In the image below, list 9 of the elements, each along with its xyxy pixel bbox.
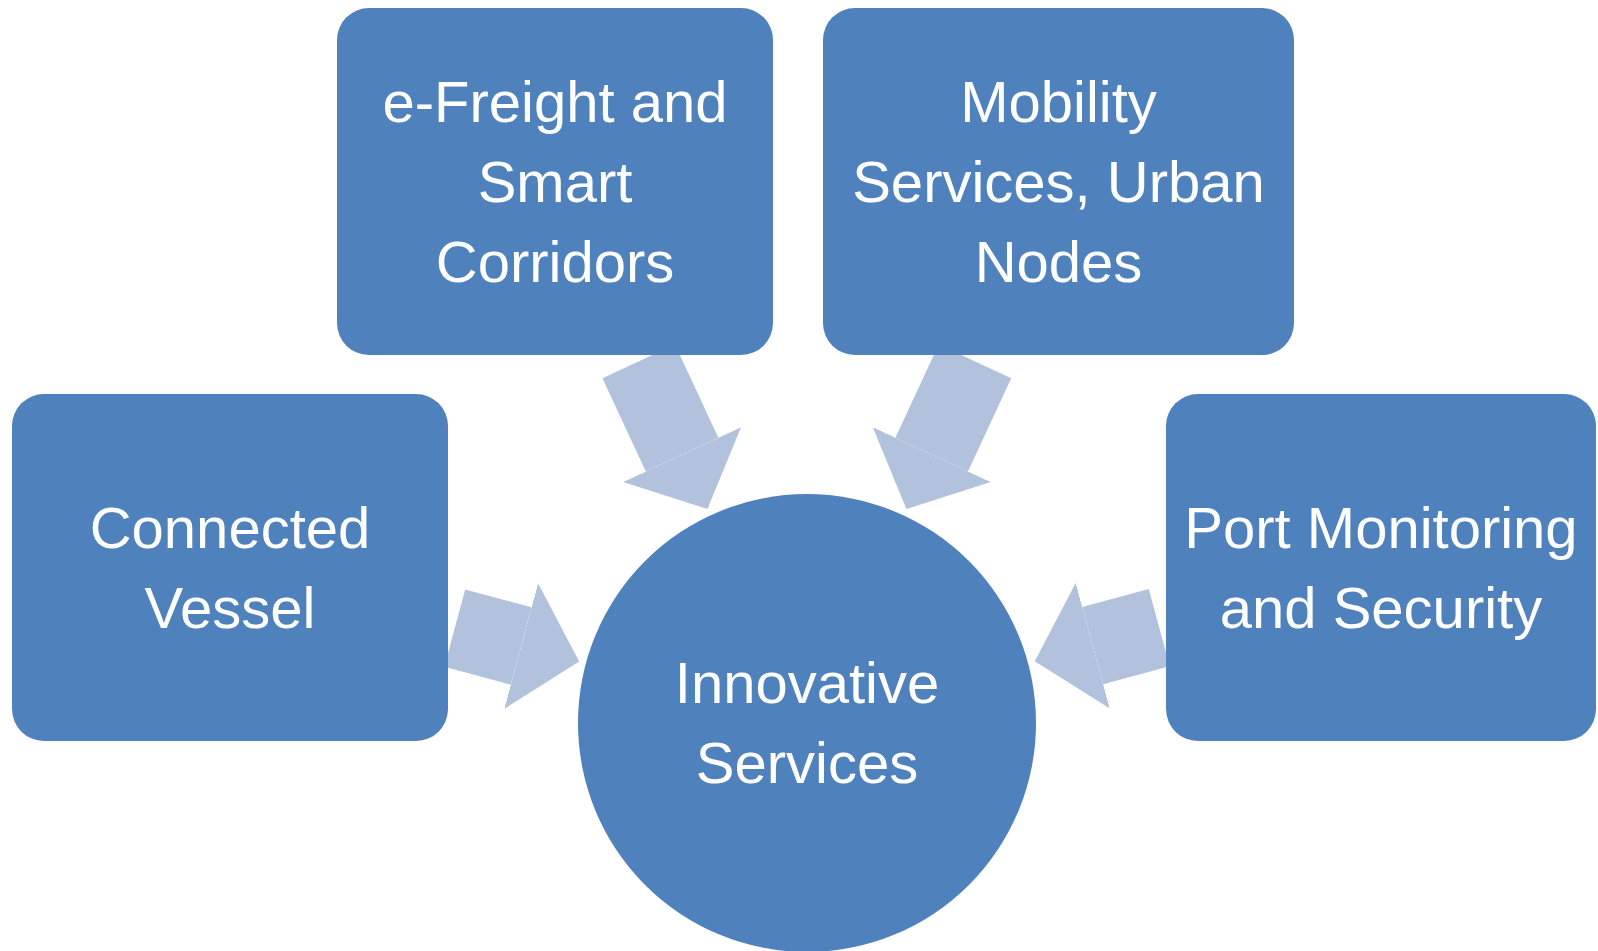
node-label: Mobility Services, Urban Nodes (851, 67, 1266, 296)
rounded-box (337, 8, 773, 355)
rounded-box (823, 8, 1294, 355)
rounded-box (12, 394, 448, 741)
rounded-box (1166, 394, 1596, 741)
node-label: Innovative Services (673, 649, 941, 797)
node-label: Connected Vessel (88, 493, 372, 642)
node-label: e-Freight and Smart Corridors (381, 67, 729, 296)
node-label: Port Monitoring and Security (1183, 493, 1579, 642)
